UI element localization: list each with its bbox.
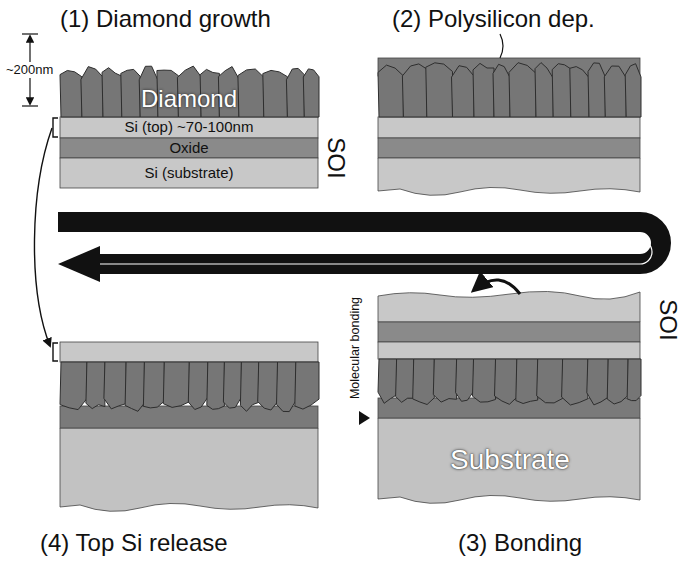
soi-label: SOI	[655, 299, 681, 340]
panel-title: (4) Top Si release	[40, 530, 228, 556]
diamond-grain	[625, 64, 641, 117]
diamond-grain	[452, 66, 475, 117]
panel-title: (1) Diamond growth	[60, 6, 271, 32]
diamond-grains	[60, 66, 319, 117]
bracket	[53, 343, 58, 361]
diamond-grain	[121, 69, 140, 117]
diamond-grain	[537, 359, 563, 403]
diamond-grain	[473, 63, 494, 117]
diamond-grain	[102, 68, 122, 117]
diamond-grain	[238, 69, 264, 117]
layer-label: Diamond	[141, 86, 237, 112]
diamond-grain	[426, 63, 453, 117]
si-top-layer	[60, 342, 318, 362]
diamond-grain	[473, 359, 496, 402]
flip-arrow	[474, 280, 520, 294]
diamond-grains	[378, 359, 641, 405]
diamond-grain	[104, 362, 126, 409]
layer-label: Si (substrate)	[144, 165, 233, 182]
layer-box: Diamond	[100, 84, 278, 114]
diamond-grain	[562, 359, 588, 405]
diamond-grain	[495, 359, 517, 404]
diamond-grain	[413, 359, 435, 405]
diamond-grain	[570, 67, 589, 117]
diamond-grain	[60, 362, 87, 410]
panel-title: (3) Bonding	[458, 530, 582, 556]
diamond-grain	[627, 359, 641, 401]
layer-box: Si (substrate)	[60, 158, 318, 188]
layer-label: Substrate	[450, 445, 570, 476]
process-arrow	[58, 222, 661, 264]
diamond-grain	[286, 68, 304, 117]
diamond-grain	[516, 359, 538, 404]
diamond-grain	[433, 359, 456, 402]
panel-title: (2) Polysilicon dep.	[392, 6, 595, 32]
layer-label: Si (top) ~70-100nm	[125, 119, 254, 136]
diamond-grain	[456, 359, 474, 401]
diamond-grain	[535, 63, 553, 117]
diamond-grain	[188, 362, 208, 410]
bonding-label: Molecular bonding	[349, 297, 363, 399]
diamond-grain	[81, 67, 103, 117]
layer-box: Si (top) ~70-100nm	[60, 117, 318, 138]
si-top-layer	[378, 117, 640, 138]
diamond-grains	[378, 63, 641, 117]
si-top-layer	[378, 342, 640, 359]
oxide-layer	[60, 138, 318, 158]
bracket	[53, 118, 58, 137]
soi-label: SOI	[323, 137, 349, 178]
oxide-layer	[378, 138, 640, 158]
transfer-arrow	[34, 128, 52, 346]
oxide-layer	[378, 322, 640, 342]
diamond-grain	[258, 362, 278, 410]
diamond-grain	[223, 362, 241, 408]
si-top-layer	[60, 117, 318, 138]
diamond-grain	[396, 359, 414, 402]
si-substrate-layer	[378, 158, 640, 195]
polysilicon-layer	[60, 406, 318, 428]
dimension-tick	[22, 33, 38, 34]
substrate-layer	[60, 428, 318, 511]
diamond-grain	[295, 362, 319, 409]
substrate-layer	[378, 418, 640, 503]
diamond-grain	[607, 359, 628, 404]
diamond-grain	[402, 64, 426, 117]
diamond-grains	[60, 362, 319, 412]
diamond-grain	[86, 362, 105, 409]
dimension-tick	[22, 105, 38, 106]
layer-box: Substrate	[410, 430, 610, 490]
diamond-grain	[143, 362, 164, 408]
layer-box: Oxide	[60, 138, 318, 158]
diamond-grain	[604, 66, 626, 117]
arrow-highlight	[100, 240, 652, 264]
diamond-grain	[587, 359, 608, 405]
si-substrate-layer	[378, 291, 640, 322]
diamond-grain	[263, 70, 288, 117]
diamond-grain	[303, 69, 319, 117]
bond-pointer	[359, 411, 370, 425]
diamond-grain	[493, 64, 510, 117]
diamond-grain	[125, 362, 144, 411]
layer-label: Oxide	[169, 140, 208, 157]
diamond-grain	[163, 362, 189, 407]
diamond-grain	[378, 359, 397, 403]
si-substrate-layer	[60, 158, 318, 188]
leader-line	[500, 34, 503, 58]
diamond-grain	[509, 63, 536, 117]
diamond-grain	[277, 362, 296, 412]
diamond-grain	[588, 63, 605, 117]
diamond-grain	[240, 362, 258, 411]
diamond-grain	[552, 64, 571, 117]
dimension-label: ~200nm	[4, 62, 55, 78]
diamond-grain	[60, 71, 82, 118]
diamond-grain	[207, 362, 225, 409]
diamond-grain	[378, 65, 403, 117]
process-arrowhead	[58, 246, 100, 282]
